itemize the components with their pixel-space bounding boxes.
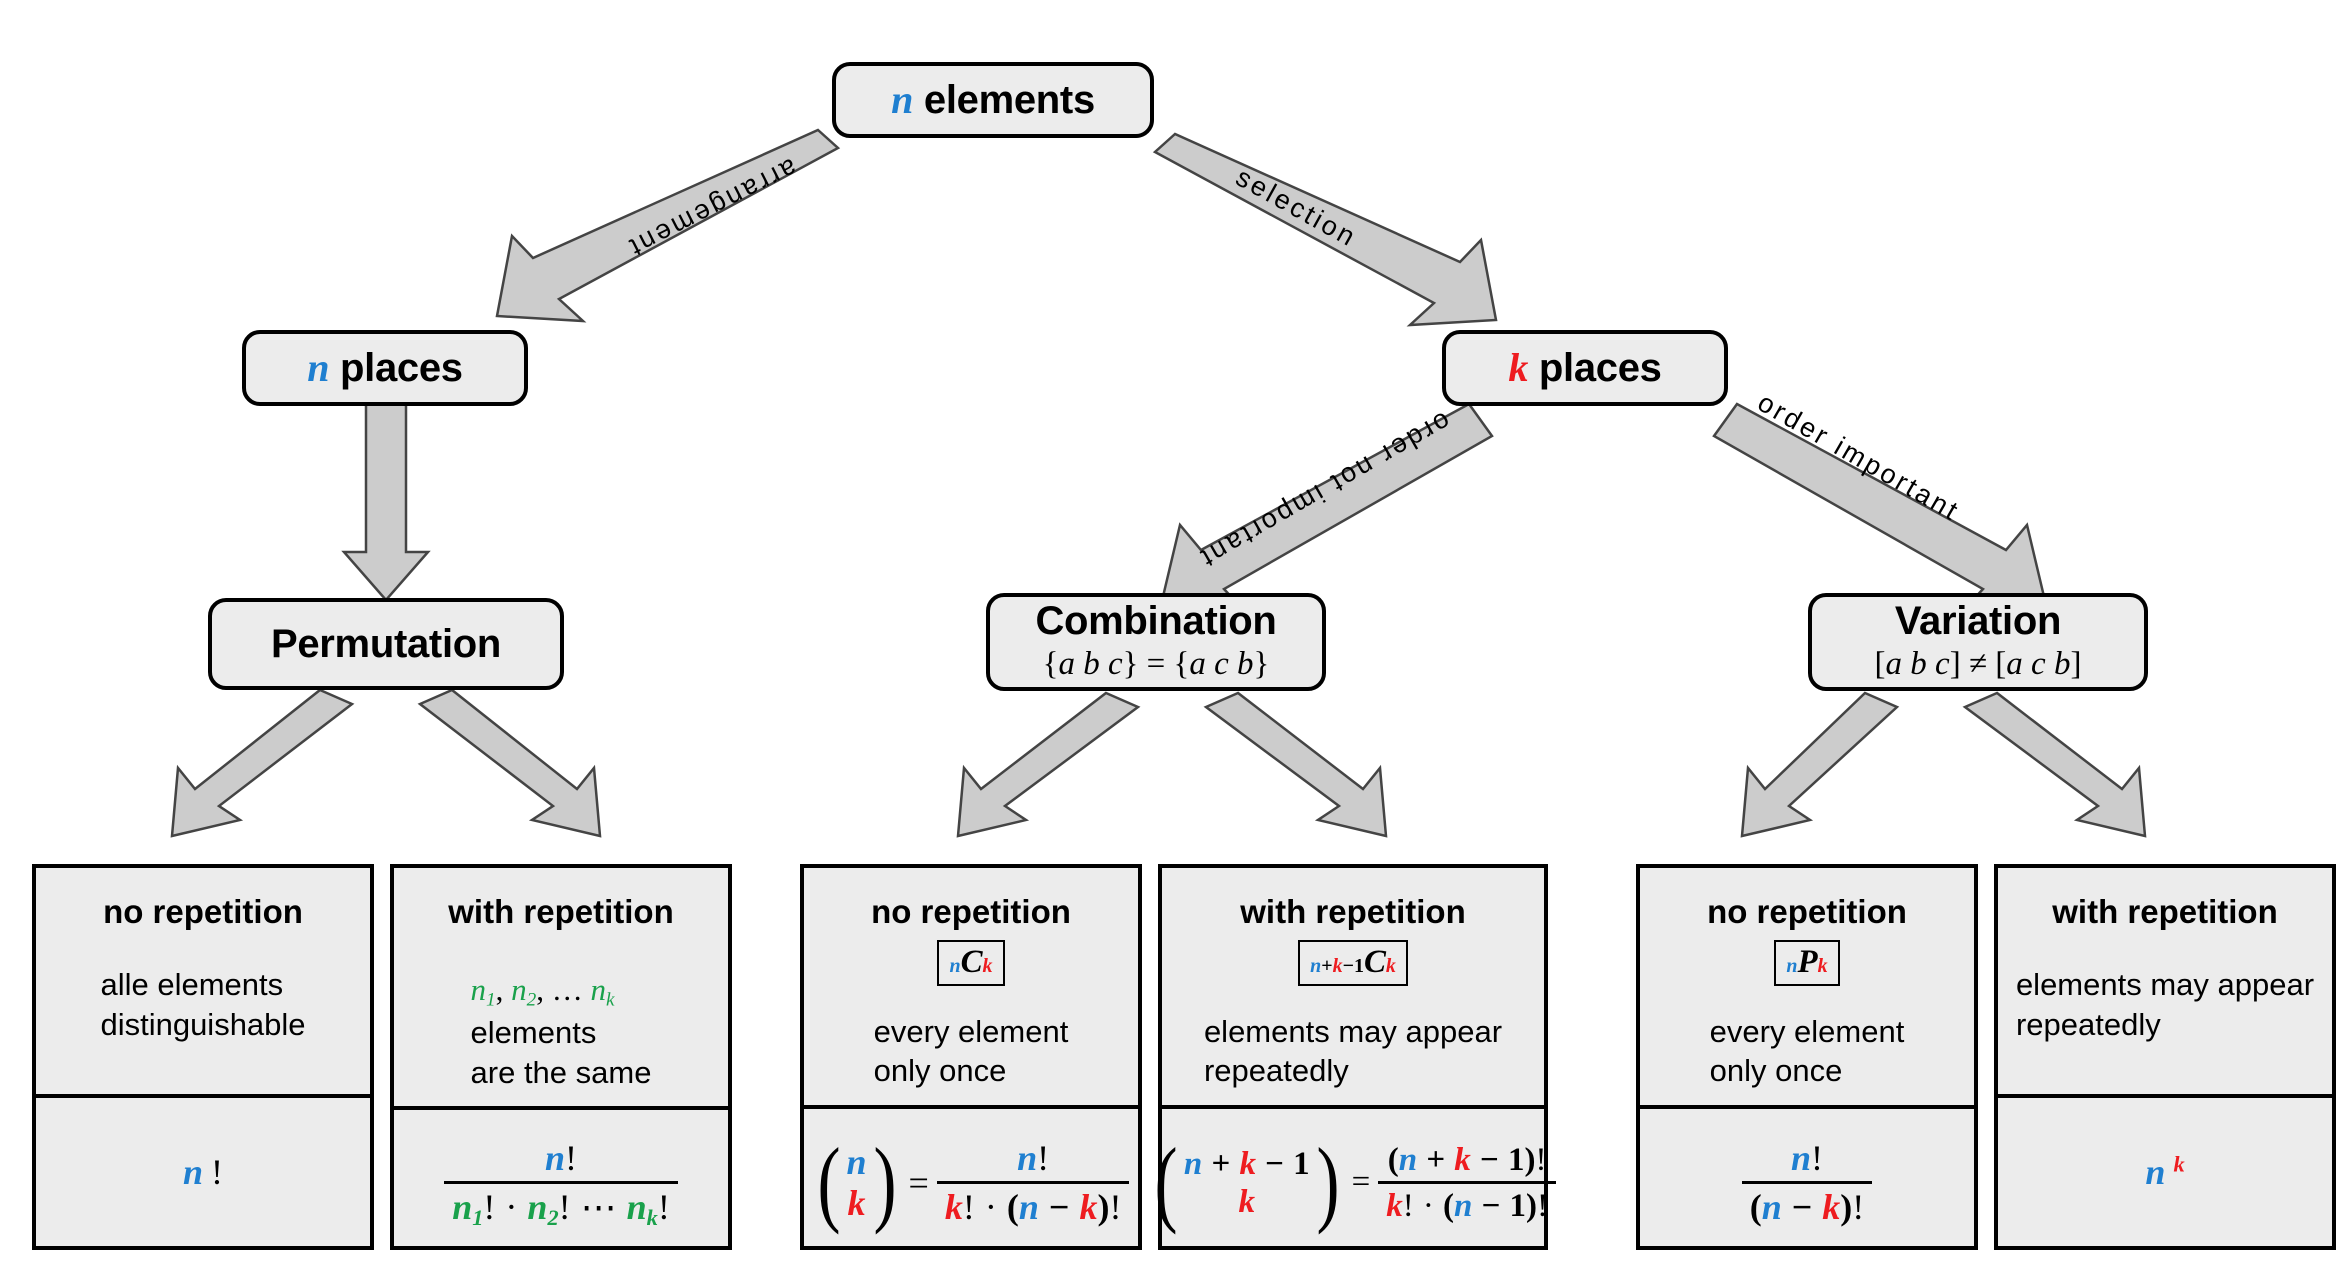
leaf-notation-nPk: nPk [1774,940,1840,986]
node-variation[interactable]: Variation [a b c] ≠ [a c b] [1808,593,2148,691]
node-n-places-label: n places [307,345,463,390]
leaf-formula-cell: n! [36,1098,370,1246]
leaf-formula-cell: n! (n − k)! [1640,1109,1974,1257]
node-k-places-label: k places [1508,345,1662,390]
leaf-description-cell: no repetition nCk every element only onc… [804,868,1138,1109]
formula-k-permutation: n! (n − k)! [1741,1138,1873,1228]
leaf-description-cell: with repetition n+k−1Ck elements may app… [1162,868,1544,1109]
leaf-description-cell: no repetition alle elements distinguisha… [36,868,370,1098]
arrow-combination-with-repetition [1203,691,1388,838]
formula-n-factorial: n! [182,1152,224,1192]
leaf-description: every element only once [1709,1013,1905,1089]
edge-label-arrangement: arrangement [622,152,803,264]
leaf-formula-cell: ( n k ) = n! k! · (n − k)! [804,1109,1138,1257]
formula-multiset-permutation: n! n1! · n2! ⋯ nk! [444,1138,678,1231]
node-variation-subtitle: [a b c] ≠ [a c b] [1874,646,2082,683]
leaf-combination-no-repetition[interactable]: no repetition nCk every element only onc… [800,864,1142,1250]
leaf-permutation-no-repetition[interactable]: no repetition alle elements distinguisha… [32,864,374,1250]
leaf-description-cell: no repetition nPk every element only onc… [1640,868,1974,1109]
leaf-heading: no repetition [871,893,1071,930]
edge-label-order-important: order important [1752,387,1966,528]
node-n-elements-text: elements [923,78,1095,122]
edge-label-order-not-important: order not important [1193,405,1456,575]
leaf-description: elements may appear repeatedly [2015,967,2315,1043]
arrow-permutation-with-repetition [417,688,602,838]
leaf-combination-with-repetition[interactable]: with repetition n+k−1Ck elements may app… [1154,864,1557,1250]
leaf-heading: with repetition [448,893,674,930]
node-n-elements-label: n elements [891,77,1095,122]
formula-binomial-coefficient: ( n k ) = n! k! · (n − k)! [813,1134,1130,1230]
leaf-notation-npkm1Ck: n+k−1Ck [1298,940,1408,986]
node-combination-subtitle: {a b c} = {a c b} [1042,646,1270,683]
leaf-formula-cell: ( n + k − 1 k ) = (n + k − 1)! k! [1154,1109,1557,1257]
symbol-k: k [1508,345,1529,390]
leaf-variation-no-repetition[interactable]: no repetition nPk every element only onc… [1636,864,1978,1250]
arrow-permutation-no-repetition [170,688,355,838]
node-combination-title: Combination [1035,599,1277,644]
symbol-n: n [891,77,914,122]
leaf-description: every element only once [873,1013,1069,1089]
leaf-notation-nCk: nCk [937,940,1005,986]
leaf-heading: with repetition [1240,893,1466,930]
node-permutation-title: Permutation [270,622,502,666]
node-variation-title: Variation [1894,599,2062,644]
leaf-description: elements may appear repeatedly [1203,1013,1503,1089]
node-k-places-text: places [1538,346,1662,390]
arrow-combination-no-repetition [956,691,1141,838]
leaf-heading: no repetition [103,893,303,930]
node-k-places[interactable]: k places [1442,330,1728,406]
arrow-order-important [1712,402,2048,615]
node-n-places[interactable]: n places [242,330,528,406]
arrow-variation-no-repetition [1740,691,1900,838]
node-n-elements[interactable]: n elements [832,62,1154,138]
symbol-n: n [307,345,330,390]
leaf-description-cell: with repetition elements may appear repe… [1998,868,2332,1098]
formula-multiset-coefficient: ( n + k − 1 k ) = (n + k − 1)! k! [1150,1134,1557,1230]
edge-label-selection: selection [1230,161,1363,253]
node-combination[interactable]: Combination {a b c} = {a c b} [986,593,1326,691]
leaf-description: alle elements distinguishable [100,967,306,1043]
arrow-n-places-to-permutation [341,398,431,602]
leaf-formula-cell: n! n1! · n2! ⋯ nk! [394,1110,728,1258]
leaf-heading: no repetition [1707,893,1907,930]
leaf-heading: with repetition [2052,893,2278,930]
arrow-variation-with-repetition [1962,691,2147,838]
node-permutation[interactable]: Permutation [208,598,564,690]
leaf-variation-with-repetition[interactable]: with repetition elements may appear repe… [1994,864,2336,1250]
node-n-places-text: places [340,346,463,390]
